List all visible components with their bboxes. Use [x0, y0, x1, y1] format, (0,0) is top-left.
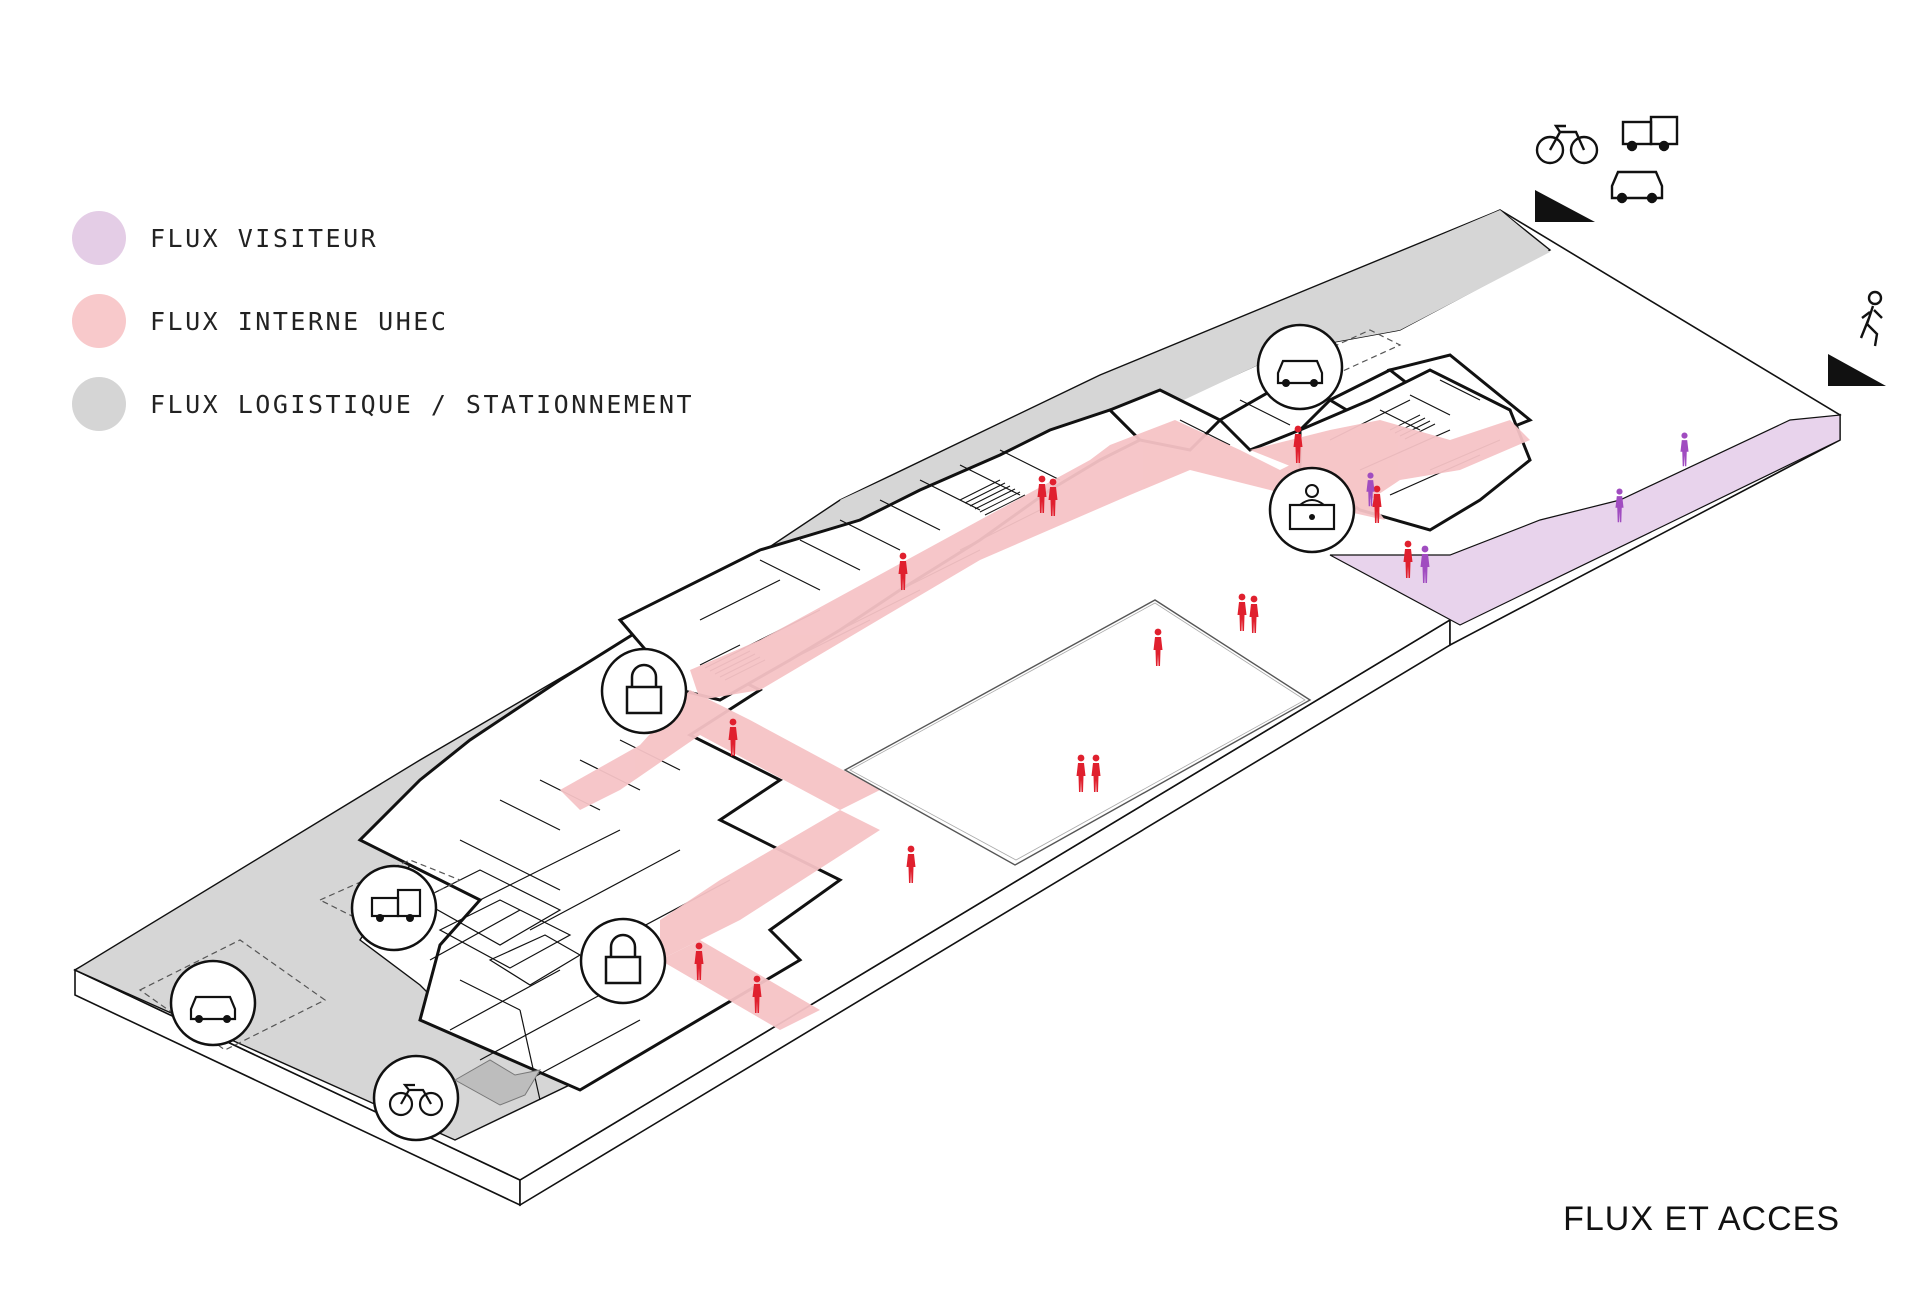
- bicycle-icon-lower: [372, 1054, 460, 1142]
- legend-item-logistics: FLUX LOGISTIQUE / STATIONNEMENT: [72, 377, 694, 431]
- car-icon-upper: [1256, 323, 1344, 411]
- legend-swatch-internal: [72, 294, 126, 348]
- legend-swatch-logistics: [72, 377, 126, 431]
- lock-icon-upper: [600, 647, 688, 735]
- bicycle-icon-top: [1535, 124, 1599, 165]
- ramp-wedge-pedestrian: [1828, 354, 1886, 386]
- legend-label-visitor: FLUX VISITEUR: [150, 223, 379, 253]
- ramp-wedge-vehicles: [1535, 190, 1595, 222]
- car-icon-top: [1610, 170, 1664, 204]
- reception-desk-icon: [1268, 466, 1356, 554]
- legend-label-logistics: FLUX LOGISTIQUE / STATIONNEMENT: [150, 389, 695, 419]
- car-icon-lower: [169, 959, 257, 1047]
- pedestrian-icon: [1859, 290, 1883, 347]
- legend-label-internal: FLUX INTERNE UHEC: [150, 306, 449, 336]
- legend-item-visitor: FLUX VISITEUR: [72, 211, 378, 265]
- bicycle-gate: [453, 1059, 542, 1106]
- truck-icon-top: [1621, 115, 1679, 152]
- diagram-title: FLUX ET ACCES: [1563, 1200, 1840, 1238]
- delivery-truck-icon: [350, 864, 438, 952]
- courtyard: [843, 599, 1312, 866]
- visitor-flow-path: [1329, 414, 1841, 626]
- lock-icon-lower: [579, 917, 667, 1005]
- legend-swatch-visitor: [72, 211, 126, 265]
- legend-item-internal: FLUX INTERNE UHEC: [72, 294, 448, 348]
- courtyard-inner-line: [849, 602, 1306, 861]
